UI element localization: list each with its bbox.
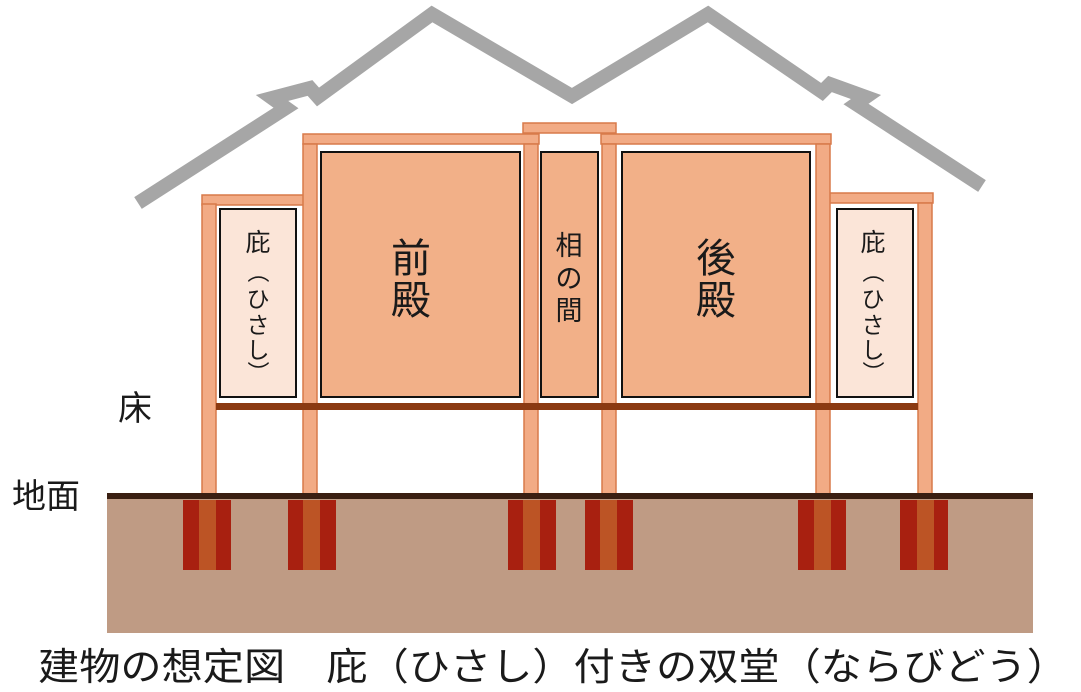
eaves-left-char-3: さ <box>247 313 270 339</box>
eaves-left-label: 庇 （ ひ さ し ） <box>244 228 271 383</box>
front-hall-char-0: 前 <box>391 236 431 282</box>
middle-room-char-0: 相 <box>556 231 583 262</box>
foundation-4-core <box>600 500 617 570</box>
floor-label: 床 <box>118 389 152 429</box>
rear-hall-char-1: 殿 <box>696 278 736 324</box>
room-middle <box>540 151 599 398</box>
eaves-right-char-1: （ <box>859 261 884 283</box>
post-3 <box>523 143 539 497</box>
eaves-right-char-3: さ <box>862 313 885 339</box>
beam-middle <box>522 122 617 134</box>
room-eaves-left <box>219 208 297 398</box>
roof-line <box>134 5 986 209</box>
eaves-left-char-1: （ <box>244 261 269 283</box>
foundation-5-core <box>814 500 831 570</box>
ground-label: 地面 <box>12 477 80 517</box>
soil <box>107 497 1033 633</box>
post-2 <box>302 143 318 497</box>
post-6 <box>917 202 933 497</box>
eaves-left-char-5: ） <box>244 361 269 383</box>
beam-left-eaves <box>201 194 306 206</box>
rooms <box>219 151 914 398</box>
room-front-hall <box>320 151 521 398</box>
eaves-left-char-4: し <box>247 338 270 364</box>
beams <box>201 122 934 206</box>
eaves-right-char-4: し <box>862 338 885 364</box>
foundation-1-core <box>199 500 216 570</box>
eaves-left-char-0: 庇 <box>245 228 270 257</box>
beam-front <box>302 133 540 145</box>
post-1 <box>201 203 217 497</box>
eaves-right-label: 庇 （ ひ さ し ） <box>859 228 886 383</box>
ground-line <box>107 493 1033 499</box>
eaves-right-char-5: ） <box>859 361 884 383</box>
foundations <box>183 500 948 570</box>
floor-beam <box>216 403 918 410</box>
beam-rear <box>600 133 832 145</box>
caption: 建物の想定図 庇（ひさし）付きの双堂（ならびどう） <box>38 645 1068 689</box>
room-rear-hall <box>621 151 811 398</box>
foundation-2-core <box>303 500 320 570</box>
post-4 <box>601 143 617 497</box>
roof <box>134 5 986 209</box>
eaves-left-char-2: ひ <box>247 287 270 313</box>
middle-room-char-2: 間 <box>556 296 583 327</box>
post-5 <box>815 143 831 497</box>
room-eaves-right <box>836 208 914 398</box>
eaves-right-char-2: ひ <box>862 287 885 313</box>
front-hall-char-1: 殿 <box>391 278 431 324</box>
rear-hall-char-0: 後 <box>696 236 736 282</box>
middle-room-char-1: の <box>556 264 583 295</box>
foundation-3-core <box>523 500 540 570</box>
rear-hall-label: 後 殿 <box>696 236 736 324</box>
beam-right-eaves <box>828 192 934 204</box>
middle-room-label: 相 の 間 <box>556 231 583 327</box>
front-hall-label: 前 殿 <box>391 236 431 324</box>
foundation-6-core <box>917 500 934 570</box>
eaves-right-char-0: 庇 <box>860 228 885 257</box>
